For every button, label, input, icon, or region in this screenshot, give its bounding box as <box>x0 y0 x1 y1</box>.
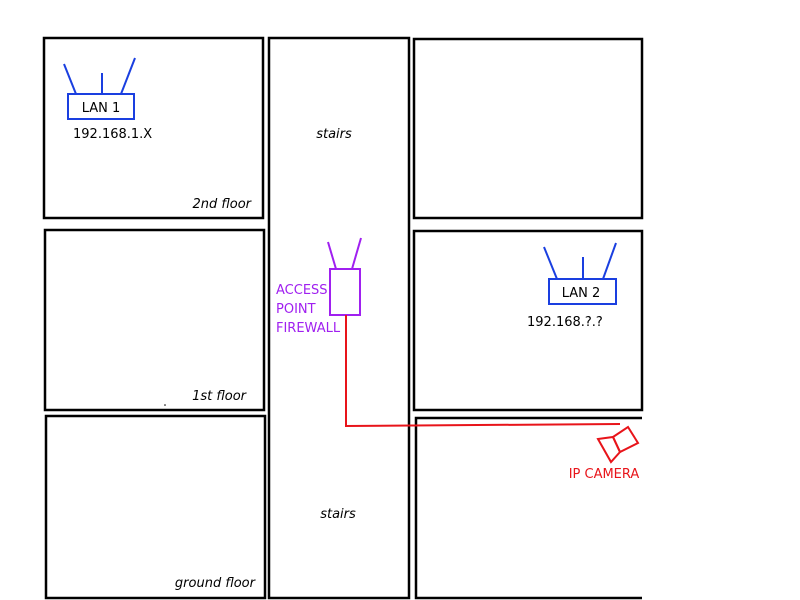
room-2nd-floor-left <box>42 36 265 220</box>
stairwell <box>267 36 411 600</box>
room-1st-floor-right <box>412 229 644 412</box>
room-ground-floor-left <box>44 414 267 600</box>
stairs-label-upper: stairs <box>316 127 352 142</box>
ip-camera-label: IP CAMERA <box>569 467 640 482</box>
access-point-label-line1: ACCESS <box>276 283 328 298</box>
lan2-ip: 192.168.?.? <box>527 315 603 330</box>
camera-icon <box>596 425 640 464</box>
lan2-label: LAN 2 <box>562 286 601 301</box>
access-point-label-line2: POINT <box>276 302 316 317</box>
lan1-ip: 192.168.1.X <box>73 127 152 142</box>
stray-dot <box>164 404 166 406</box>
access-point-label-line3: FIREWALL <box>276 321 341 336</box>
room-2nd-floor-right <box>412 37 644 220</box>
floor-label-2nd: 2nd floor <box>192 197 252 212</box>
stairs-label-lower: stairs <box>320 507 356 522</box>
lan1-label: LAN 1 <box>82 101 121 116</box>
floor-label-1st: 1st floor <box>192 389 248 404</box>
camera-cable <box>345 315 621 428</box>
room-ground-floor-right <box>414 416 642 600</box>
floor-label-ground: ground floor <box>175 576 257 591</box>
router-icon <box>63 57 136 120</box>
room-1st-floor-left <box>43 228 266 412</box>
router-icon <box>543 242 617 305</box>
